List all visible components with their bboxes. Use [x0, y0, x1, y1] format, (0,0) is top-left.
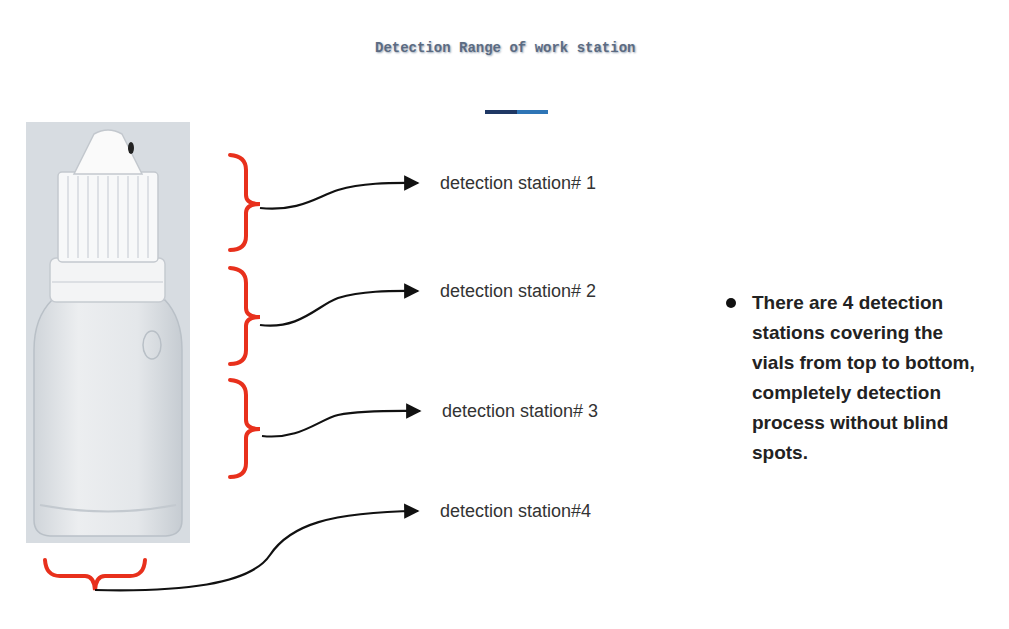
note-text: There are 4 detection stations covering … — [752, 288, 990, 468]
leader-arrow — [95, 183, 420, 590]
bracket — [45, 155, 260, 590]
station-label: detection station# 3 — [442, 399, 598, 423]
bullet-dot — [726, 298, 736, 308]
station-label: detection station# 1 — [440, 171, 596, 195]
title: Detection Range of work station — [375, 40, 635, 56]
vial-photo — [26, 122, 190, 543]
station-label: detection station#4 — [440, 499, 591, 523]
title-bar — [517, 110, 548, 114]
title-bar — [485, 110, 517, 114]
station-label: detection station# 2 — [440, 279, 596, 303]
